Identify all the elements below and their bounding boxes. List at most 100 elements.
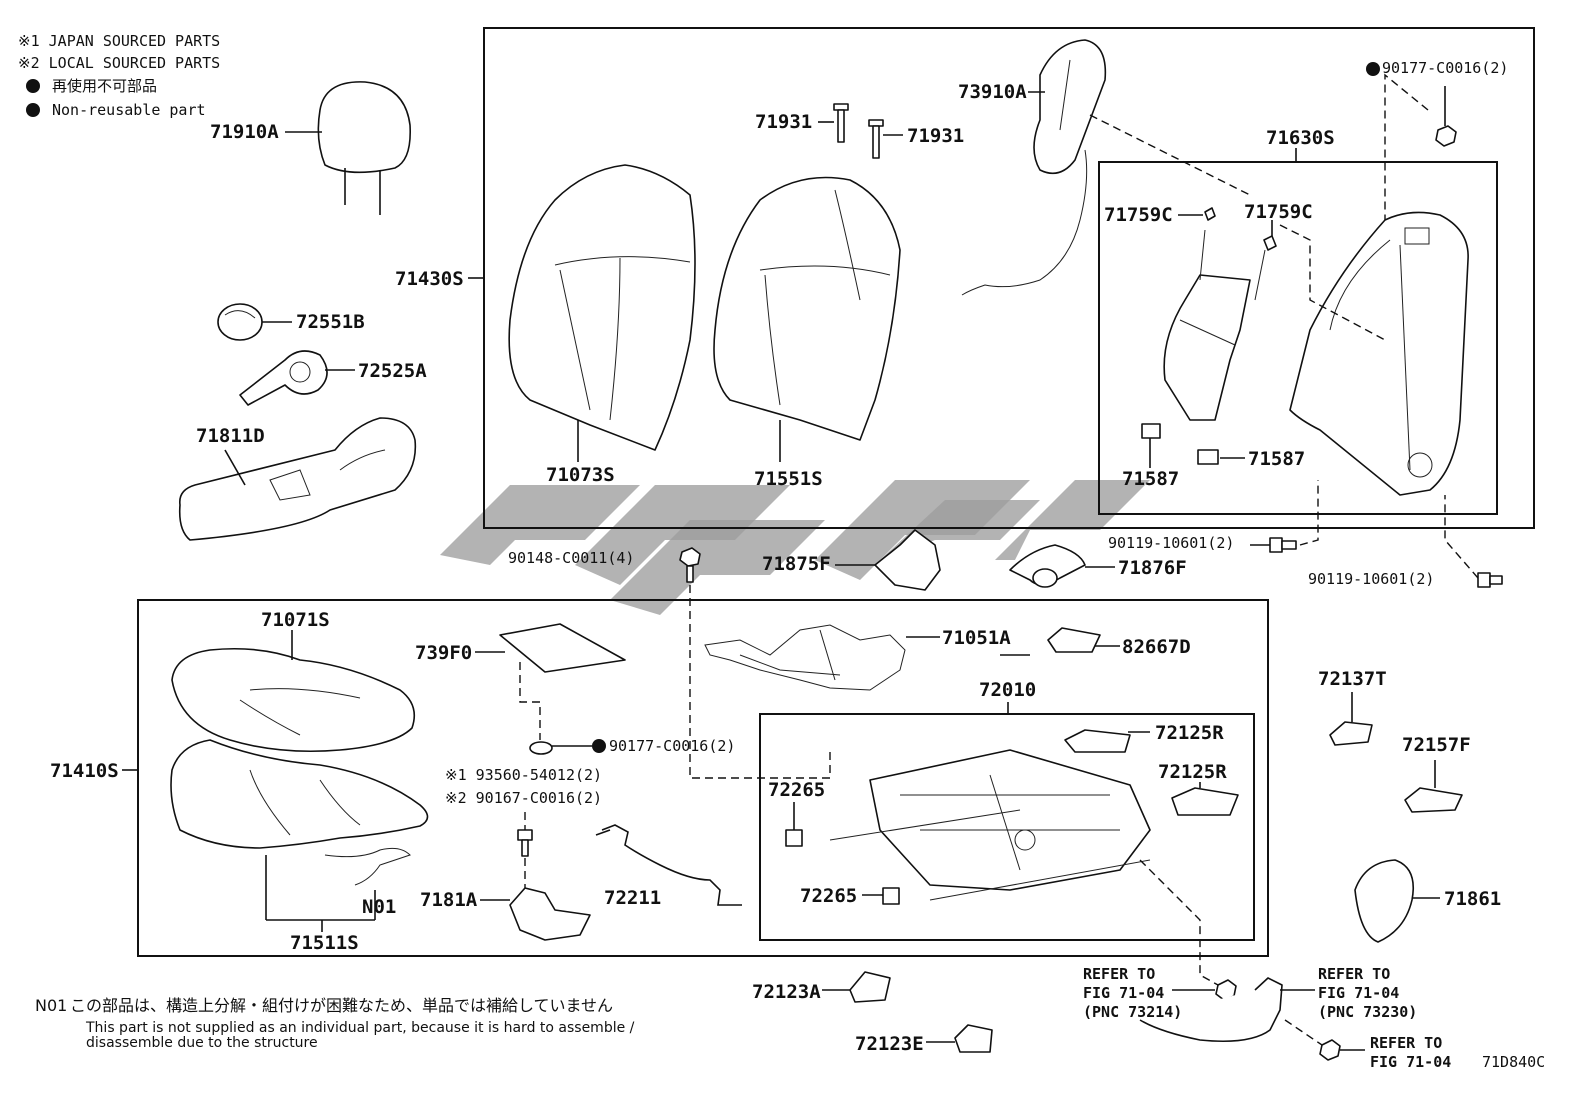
seatback-frame-subassembly-box: [1098, 161, 1498, 515]
label-93560: ※1 93560-54012(2): [445, 766, 603, 784]
refer-3-line2: FIG 71-04: [1370, 1053, 1452, 1071]
label-71931-a: 71931: [755, 111, 813, 133]
nonreusable-dot-en: [26, 103, 40, 117]
label-90119-b: 90119-10601(2): [1308, 570, 1435, 588]
clip-71759c-b: [1263, 220, 1277, 251]
bolt-93560: [517, 812, 533, 857]
seatback-frame-part: [1279, 211, 1469, 496]
seatbelt-buckle-part: [1139, 859, 1365, 1061]
label-7181a: 7181A: [420, 889, 478, 911]
cover-72125r-b-part: [1171, 782, 1239, 816]
clip-72265-b-part: [862, 887, 900, 905]
side-airbag-part: [961, 39, 1251, 296]
footnote-code: N01: [35, 996, 68, 1015]
label-72137t: 72137T: [1318, 668, 1387, 690]
label-72123a: 72123A: [752, 981, 821, 1003]
spring-71051a-part: [704, 624, 940, 691]
screw-71931-b: [868, 119, 903, 159]
headrest-part: [285, 81, 412, 215]
refer-1-line1: REFER TO: [1083, 965, 1156, 983]
cover-72125r-a-part: [1064, 729, 1150, 753]
label-72211: 72211: [604, 887, 662, 909]
label-71073s: 71073S: [546, 464, 615, 486]
refer-2-line1: REFER TO: [1318, 965, 1391, 983]
label-73910a: 73910A: [958, 81, 1027, 103]
label-72125r-b: 72125R: [1158, 761, 1227, 783]
refer-2-line3: (PNC 73230): [1318, 1003, 1418, 1021]
cover-cap-part: [217, 303, 292, 341]
label-71071s: 71071S: [261, 609, 330, 631]
cushion-pad-part: [170, 739, 429, 932]
label-71861: 71861: [1444, 888, 1502, 910]
footnote-en-line1: This part is not supplied as an individu…: [86, 1020, 635, 1036]
label-71876f: 71876F: [1118, 557, 1187, 579]
nut-90177-center: [529, 739, 606, 755]
label-71587-a: 71587: [1122, 468, 1180, 490]
nonreusable-dot-jp: [26, 79, 40, 93]
label-72010: 72010: [979, 679, 1037, 701]
heater-wire-n01-part: [324, 847, 411, 920]
label-71759c-b: 71759C: [1244, 201, 1313, 223]
label-71410s: 71410S: [50, 760, 119, 782]
bracket-7181a-part: [480, 858, 591, 941]
label-739f0: 739F0: [415, 642, 473, 664]
label-71587-b: 71587: [1248, 448, 1306, 470]
seat-adjuster-part: [829, 749, 1151, 901]
label-90177-center: 90177-C0016(2): [609, 737, 736, 755]
nut-90177-top: [1366, 62, 1457, 340]
label-72157f: 72157F: [1402, 734, 1471, 756]
label-72123e: 72123E: [855, 1033, 924, 1055]
seat-adjuster-subassembly-box: [759, 713, 1255, 941]
legend-japan-sourced: ※1 JAPAN SOURCED PARTS: [18, 32, 221, 50]
label-71430s: 71430S: [395, 268, 464, 290]
figure-id: 71D840C: [1482, 1053, 1546, 1071]
cover-72157f-part: [1404, 760, 1463, 813]
label-n01: N01: [362, 896, 397, 918]
cushion-cover-part: [171, 630, 416, 753]
cover-71875f-part: [835, 529, 941, 591]
sheet-739f0-part: [475, 623, 626, 740]
bolt-90119-b: [1444, 495, 1503, 588]
clip-72265-a-part: [785, 802, 803, 847]
cover-71876f-part: [1009, 544, 1115, 588]
cover-72137t-part: [1329, 692, 1373, 746]
label-90148: 90148-C0011(4): [508, 549, 635, 567]
clip-71587-a: [1141, 423, 1161, 468]
bolt-90119-a: [1250, 480, 1319, 553]
label-71931-b: 71931: [907, 125, 965, 147]
cover-82667d-part: [1047, 627, 1120, 653]
footnote-en-line2: disassemble due to the structure: [86, 1035, 318, 1051]
cover-72123e-part: [926, 1024, 993, 1053]
seatback-cover-part: [508, 164, 696, 462]
seat-shield-part: [178, 417, 417, 541]
label-90167: ※2 90167-C0016(2): [445, 789, 603, 807]
footnote-jp: この部品は、構造上分解・組付けが困難なため、単品では補給していません: [70, 996, 614, 1015]
legend-local-sourced: ※2 LOCAL SOURCED PARTS: [18, 54, 221, 72]
clip-71587-b: [1197, 449, 1245, 465]
label-72265-a: 72265: [768, 779, 826, 801]
cover-72123a-part: [822, 971, 891, 1003]
lumbar-support-part: [1163, 229, 1266, 421]
wire-rod-72211-part: [595, 824, 742, 906]
label-71511s: 71511S: [290, 932, 359, 954]
legend-nonreusable-jp: 再使用不可部品: [52, 77, 158, 95]
refer-2-line2: FIG 71-04: [1318, 984, 1400, 1002]
label-72125r-a: 72125R: [1155, 722, 1224, 744]
label-71051a: 71051A: [942, 627, 1011, 649]
label-71811d: 71811D: [196, 425, 265, 447]
label-90119-a: 90119-10601(2): [1108, 534, 1235, 552]
recliner-knob-part: [239, 350, 355, 406]
label-72551b: 72551B: [296, 311, 365, 333]
refer-1-line2: FIG 71-04: [1083, 984, 1165, 1002]
seatback-pad-part: [713, 176, 901, 462]
label-71759c-a: 71759C: [1104, 204, 1173, 226]
cover-71861-part: [1354, 859, 1440, 943]
legend-nonreusable-en: Non-reusable part: [52, 101, 206, 119]
label-71910a: 71910A: [210, 121, 279, 143]
seat-cushion-assembly-frame: [137, 599, 1269, 957]
label-71630s: 71630S: [1266, 127, 1335, 149]
label-82667d: 82667D: [1122, 636, 1191, 658]
clip-71759c-a: [1178, 207, 1216, 221]
